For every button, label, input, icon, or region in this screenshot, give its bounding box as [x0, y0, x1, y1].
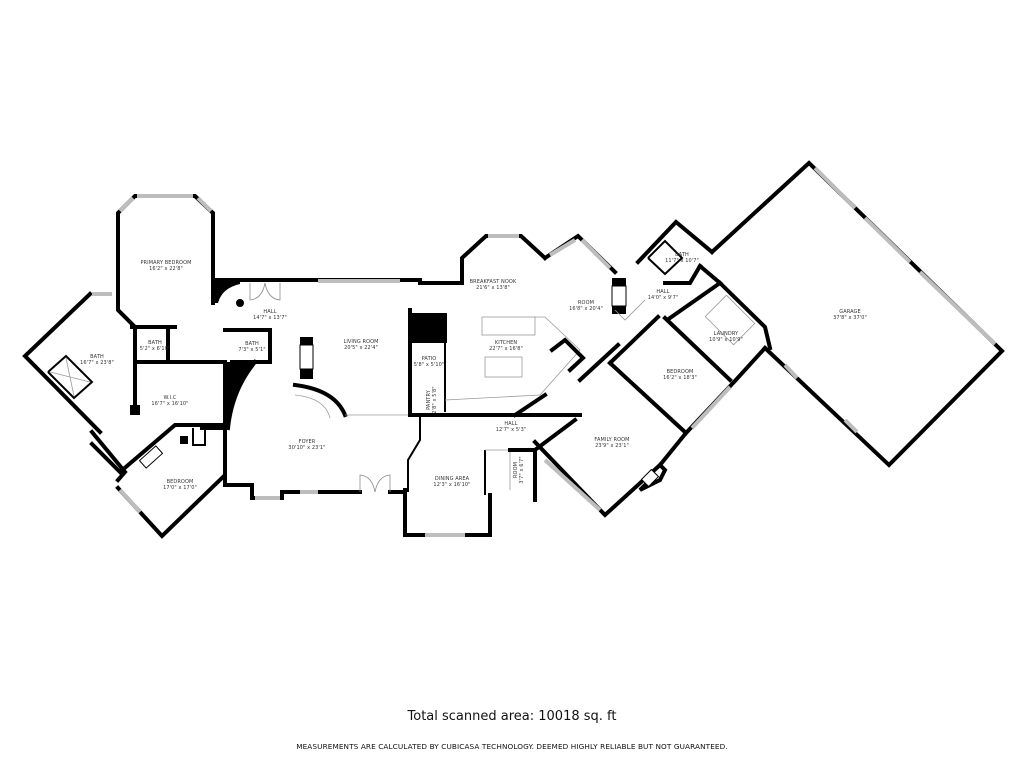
- room-label-hall-center: HALL 12'7" x 5'3": [496, 421, 527, 433]
- svg-text:16'7" x 23'8": 16'7" x 23'8": [80, 360, 114, 366]
- room-label-hall-east: HALL 14'0" x 9'7": [648, 289, 679, 301]
- svg-text:11'7" x 10'7": 11'7" x 10'7": [665, 258, 699, 264]
- room-label-wic: W.I.C 16'7" x 16'10": [151, 395, 188, 407]
- svg-text:16'2" x 18'3": 16'2" x 18'3": [663, 375, 697, 381]
- svg-text:BEDROOM: BEDROOM: [167, 479, 194, 485]
- svg-text:PATIO: PATIO: [422, 356, 437, 362]
- svg-text:PRIMARY BEDROOM: PRIMARY BEDROOM: [140, 260, 191, 266]
- svg-text:3'7" x 6'7": 3'7" x 6'7": [519, 456, 525, 483]
- svg-text:FAMILY ROOM: FAMILY ROOM: [594, 437, 629, 443]
- svg-text:LAUNDRY: LAUNDRY: [714, 331, 739, 337]
- room-label-garage: GARAGE 37'8" x 37'0": [833, 309, 867, 321]
- room-label-small-bath: BATH 5'2" x 6'10": [140, 340, 171, 352]
- svg-text:10'9" x 10'9": 10'9" x 10'9": [709, 337, 743, 343]
- svg-text:BATH: BATH: [148, 340, 162, 346]
- svg-text:23'9" x 23'1": 23'9" x 23'1": [595, 443, 629, 449]
- room-label-foyer: FOYER 30'10" x 23'1": [288, 439, 325, 451]
- room-label-laundry: LAUNDRY 10'9" x 10'9": [709, 331, 743, 343]
- svg-text:ROOM: ROOM: [513, 462, 519, 478]
- room-labels: PRIMARY BEDROOM 16'2" x 22'8" BATH 16'7"…: [80, 252, 867, 491]
- room-label-primary-bath: BATH 16'7" x 23'8": [80, 354, 114, 366]
- garage-walls: [709, 160, 1005, 468]
- room-label-living-room: LIVING ROOM 20'5" x 22'4": [343, 339, 378, 351]
- svg-text:HALL: HALL: [263, 309, 276, 315]
- svg-text:16'7" x 16'10": 16'7" x 16'10": [151, 401, 188, 407]
- room-label-hall-west: HALL 14'7" x 13'7": [253, 309, 287, 321]
- central-walls: [211, 278, 422, 500]
- svg-text:W.I.C: W.I.C: [163, 395, 176, 401]
- room-label-kitchen: KITCHEN 22'7" x 16'8": [489, 340, 523, 352]
- primary-suite-walls: [22, 194, 227, 539]
- svg-text:BREAKFAST NOOK: BREAKFAST NOOK: [470, 279, 517, 285]
- svg-text:5'2" x 6'10": 5'2" x 6'10": [140, 346, 171, 352]
- svg-text:16'8" x 20'4": 16'8" x 20'4": [569, 306, 603, 312]
- total-area-label: Total scanned area: 10018 sq. ft: [407, 709, 617, 724]
- room-label-breakfast-nook: BREAKFAST NOOK 21'6" x 13'8": [470, 279, 517, 291]
- svg-text:LIVING ROOM: LIVING ROOM: [343, 339, 378, 345]
- svg-text:12'7" x 5'3": 12'7" x 5'3": [496, 427, 527, 433]
- room-label-patio: PATIO 5'8" x 5'10": [414, 356, 445, 368]
- room-label-bedroom-east: BEDROOM 16'2" x 18'3": [663, 369, 697, 381]
- svg-text:14'7" x 13'7": 14'7" x 13'7": [253, 315, 287, 321]
- east-wing-walls: [532, 219, 773, 518]
- svg-text:HALL: HALL: [504, 421, 517, 427]
- kitchen-walls: [408, 233, 627, 418]
- svg-text:FOYER: FOYER: [299, 439, 316, 445]
- room-label-dining-area: DINING AREA 12'3" x 16'10": [433, 476, 470, 488]
- room-label-bedroom-sw: BEDROOM 17'0" x 17'0": [163, 479, 197, 491]
- svg-text:2'8" x 5'8": 2'8" x 5'8": [432, 386, 438, 413]
- svg-text:PANTRY: PANTRY: [426, 389, 432, 410]
- room-label-powder-bath: BATH 7'3" x 5'1": [238, 341, 265, 353]
- svg-text:ROOM: ROOM: [578, 300, 594, 306]
- svg-text:KITCHEN: KITCHEN: [495, 340, 518, 346]
- svg-text:GARAGE: GARAGE: [839, 309, 861, 315]
- svg-text:14'0" x 9'7": 14'0" x 9'7": [648, 295, 679, 301]
- svg-text:DINING AREA: DINING AREA: [435, 476, 470, 482]
- svg-text:BATH: BATH: [675, 252, 689, 258]
- svg-text:20'5" x 22'4": 20'5" x 22'4": [344, 345, 378, 351]
- svg-text:HALL: HALL: [656, 289, 669, 295]
- svg-text:BATH: BATH: [245, 341, 259, 347]
- svg-text:BEDROOM: BEDROOM: [667, 369, 694, 375]
- svg-text:17'0" x 17'0": 17'0" x 17'0": [163, 485, 197, 491]
- room-label-family-room: FAMILY ROOM 23'9" x 23'1": [594, 437, 629, 449]
- svg-text:12'3" x 16'10": 12'3" x 16'10": [433, 482, 470, 488]
- svg-text:22'7" x 16'8": 22'7" x 16'8": [489, 346, 523, 352]
- measurement-disclaimer: MEASUREMENTS ARE CALCULATED BY CUBICASA …: [296, 742, 728, 751]
- room-label-room-small: ROOM 3'7" x 6'7": [513, 456, 525, 483]
- room-label-pantry: PANTRY 2'8" x 5'8": [426, 386, 438, 413]
- svg-text:7'3" x 5'1": 7'3" x 5'1": [238, 347, 265, 353]
- room-label-bath-east: BATH 11'7" x 10'7": [665, 252, 699, 264]
- svg-text:21'6" x 13'8": 21'6" x 13'8": [476, 285, 510, 291]
- svg-text:BATH: BATH: [90, 354, 104, 360]
- svg-text:30'10" x 23'1": 30'10" x 23'1": [288, 445, 325, 451]
- room-label-primary-bedroom: PRIMARY BEDROOM 16'2" x 22'8": [140, 260, 191, 272]
- dining-walls: [403, 417, 578, 537]
- svg-text:37'8" x 37'0": 37'8" x 37'0": [833, 315, 867, 321]
- room-label-room-north: ROOM 16'8" x 20'4": [569, 300, 603, 312]
- svg-text:5'8" x 5'10": 5'8" x 5'10": [414, 362, 445, 368]
- svg-text:16'2" x 22'8": 16'2" x 22'8": [149, 266, 183, 272]
